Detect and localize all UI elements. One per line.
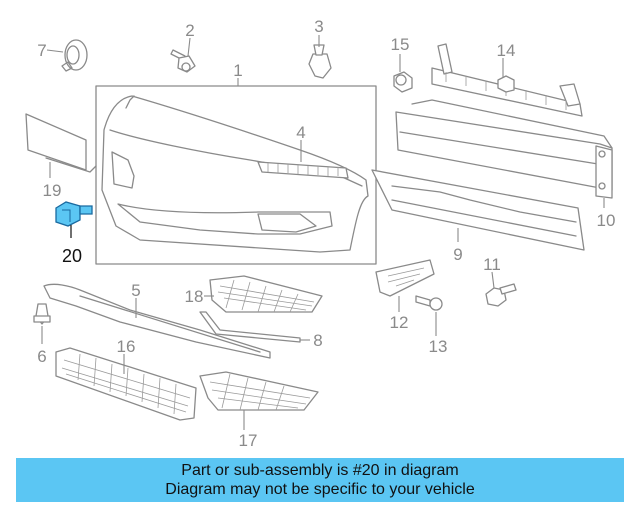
callout-5: 5 xyxy=(131,281,140,300)
callout-11: 11 xyxy=(483,255,501,274)
part-7-cap xyxy=(46,39,88,72)
callout-12: 12 xyxy=(390,313,409,332)
part-4-strip xyxy=(257,140,349,179)
callout-10: 10 xyxy=(597,211,616,230)
part-5-lower-cover xyxy=(43,283,271,359)
info-banner: Part or sub-assembly is #20 in diagram D… xyxy=(16,458,624,502)
part-8-molding xyxy=(199,311,310,343)
callout-1: 1 xyxy=(233,61,242,80)
callout-17: 17 xyxy=(239,431,258,450)
part-10-beam xyxy=(395,99,613,208)
callout-3: 3 xyxy=(314,17,323,36)
part-14-upper-absorber xyxy=(431,43,583,117)
part-15-bolt xyxy=(393,54,413,93)
callout-19: 19 xyxy=(43,181,62,200)
part-20-fastener xyxy=(55,201,93,238)
part-3-clip xyxy=(308,35,332,79)
part-6-pin xyxy=(33,303,51,344)
callout-4: 4 xyxy=(296,123,305,142)
banner-line-2: Diagram may not be specific to your vehi… xyxy=(165,481,475,498)
part-18-upper-grille xyxy=(204,275,323,313)
callout-15: 15 xyxy=(391,35,410,54)
part-19-license-bracket xyxy=(25,113,97,178)
callout-13: 13 xyxy=(429,337,448,356)
callout-2: 2 xyxy=(185,21,194,40)
callout-18: 18 xyxy=(185,287,204,306)
part-16-lower-grille xyxy=(55,347,197,421)
parts-diagram: 1 2 3 4 5 6 7 8 9 10 11 12 13 14 15 16 1… xyxy=(25,17,616,450)
callout-20-highlighted: 20 xyxy=(62,246,82,266)
callout-6: 6 xyxy=(37,347,46,366)
part-13-bolt xyxy=(415,295,443,336)
part-11-bolt xyxy=(485,271,517,307)
part-12-bracket xyxy=(375,259,435,312)
callout-7: 7 xyxy=(37,41,46,60)
callout-9: 9 xyxy=(453,245,462,264)
part-9-lower-absorber xyxy=(371,169,585,251)
part-2-screw xyxy=(170,37,196,73)
callout-16: 16 xyxy=(117,337,136,356)
callout-8: 8 xyxy=(313,331,322,350)
callout-14: 14 xyxy=(497,41,516,60)
banner-line-1: Part or sub-assembly is #20 in diagram xyxy=(181,462,459,479)
part-17-side-grille xyxy=(199,371,319,430)
